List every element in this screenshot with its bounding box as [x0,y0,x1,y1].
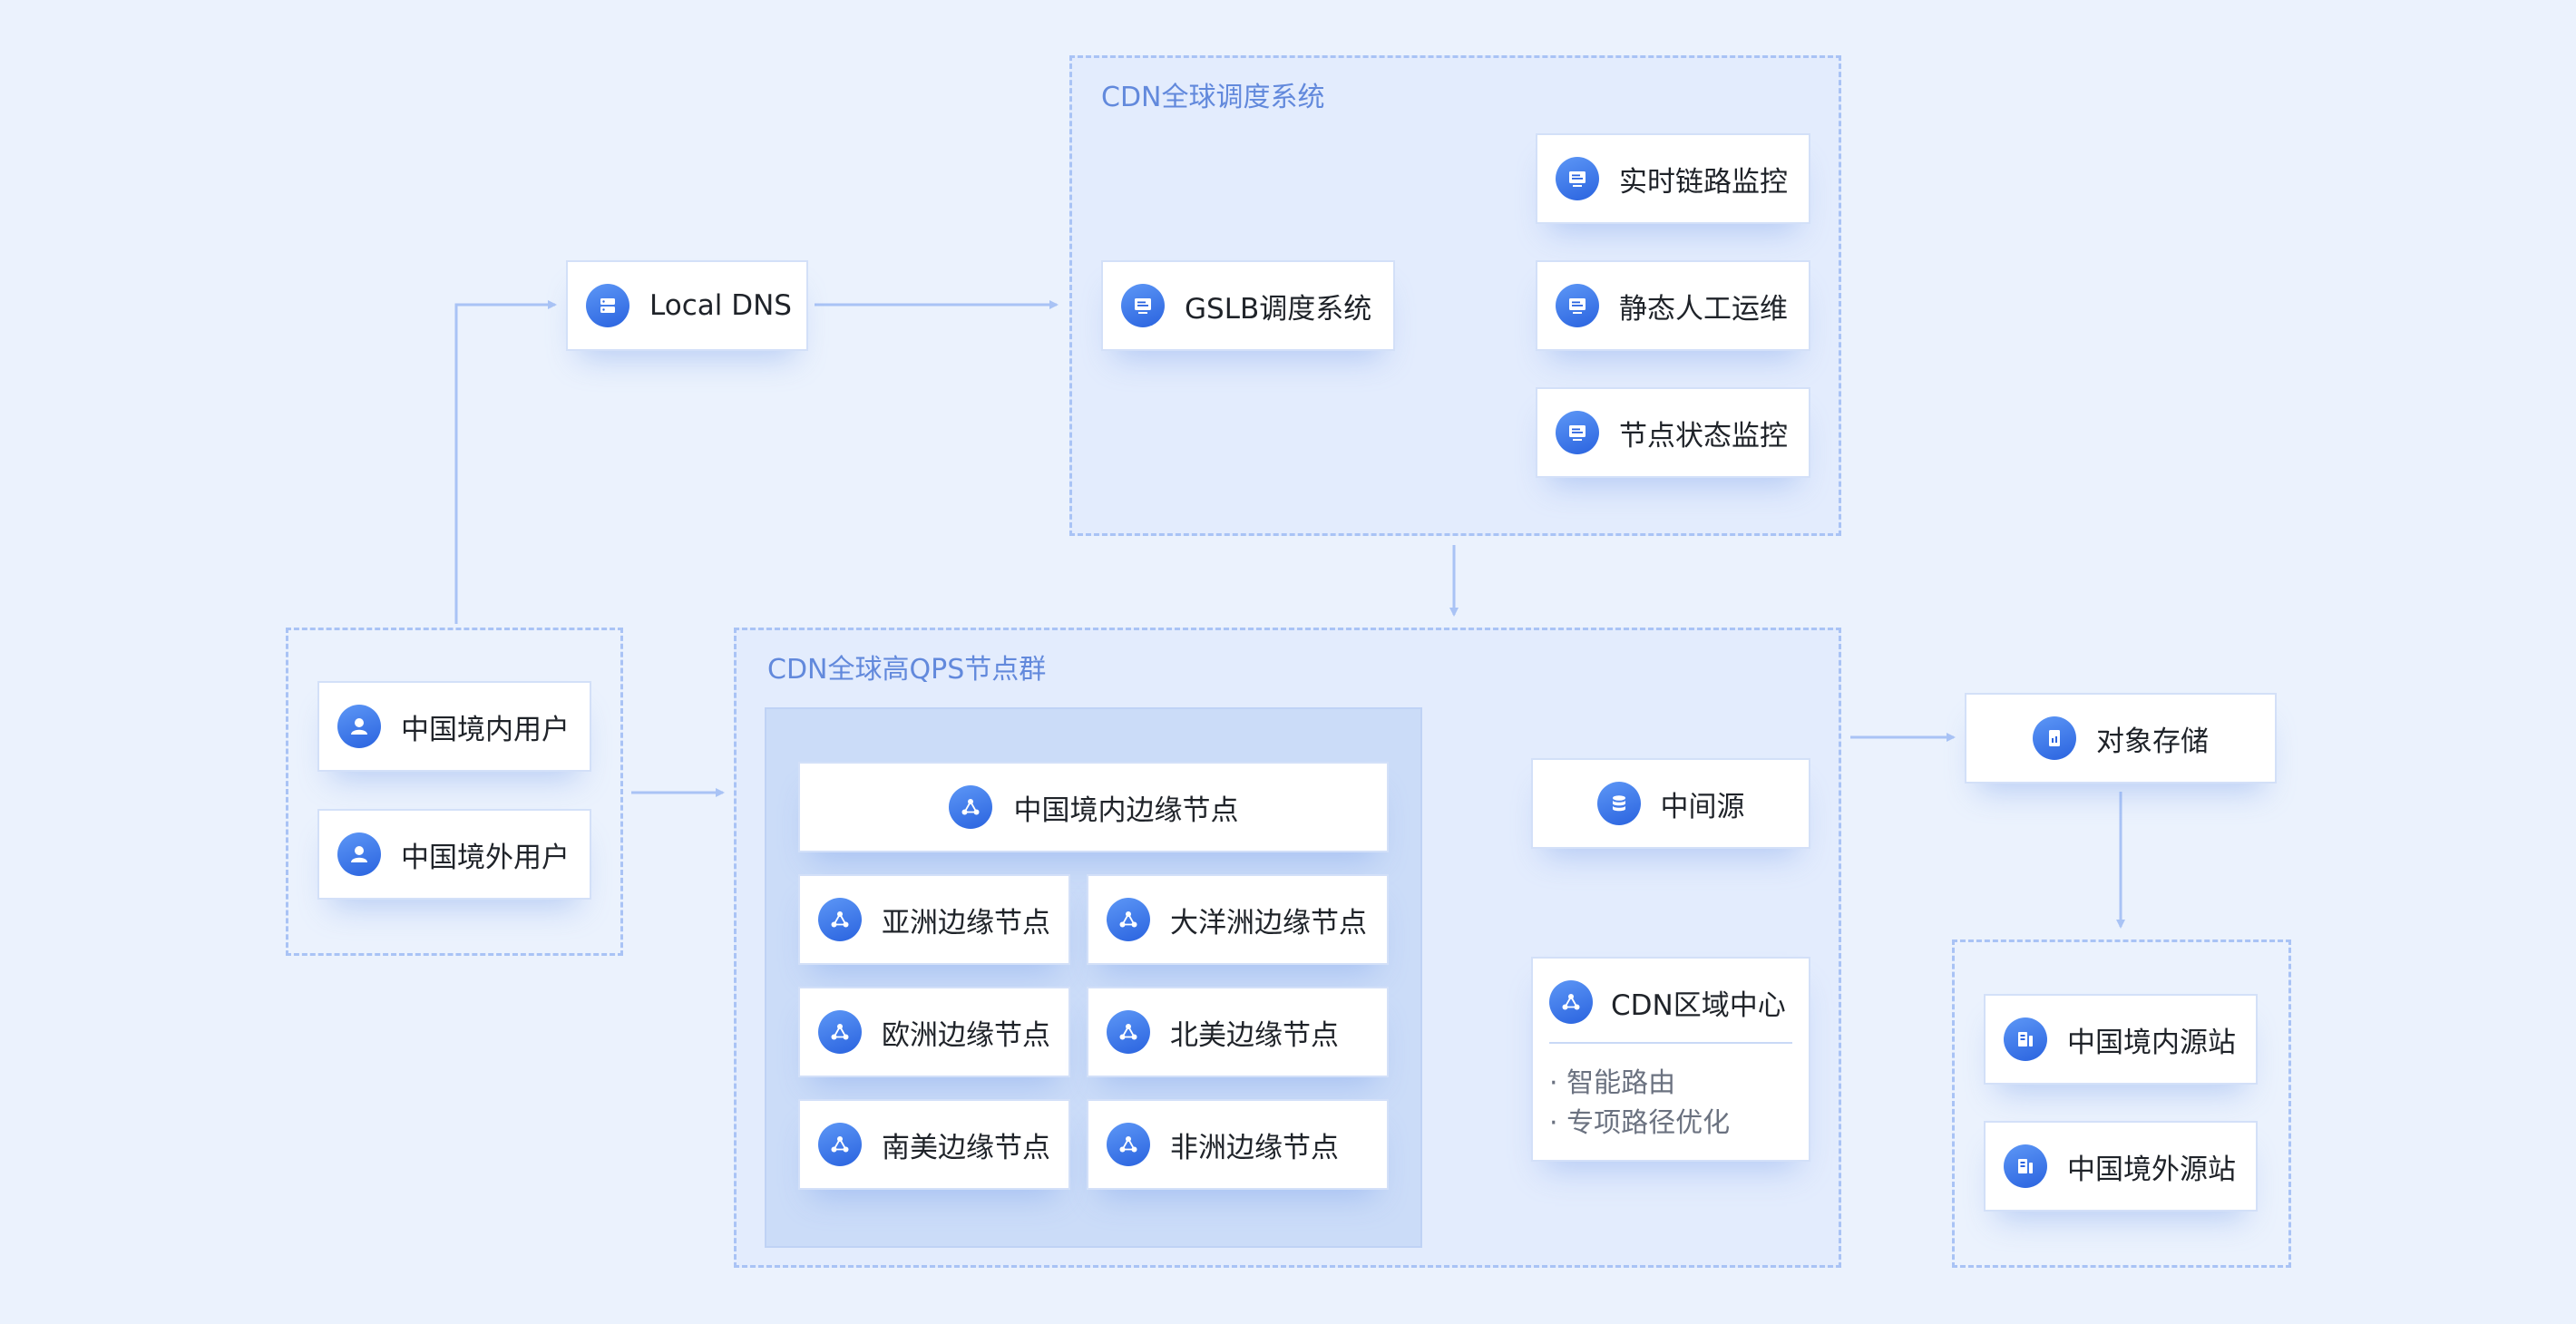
network-icon [1107,1010,1150,1054]
domestic-origin-node[interactable]: 中国境内源站 [1984,994,2258,1085]
region-center-bullet-1: · 智能路由 [1549,1067,1676,1099]
realtime-monitor-label: 实时链路监控 [1619,165,1788,199]
asia-edge-label: 亚洲边缘节点 [882,906,1050,939]
object-storage-label: 对象存储 [2096,725,2209,758]
africa-edge-node[interactable]: 非洲边缘节点 [1087,1099,1389,1190]
gslb-node[interactable]: GSLB调度系统 [1101,260,1395,351]
object-storage-node[interactable]: 对象存储 [1965,693,2277,784]
region-center-node[interactable]: CDN区域中心 · 智能路由 · 专项路径优化 [1531,957,1810,1162]
origin-icon [2004,1017,2047,1061]
region-center-divider [1549,1042,1792,1044]
network-icon [818,1010,862,1054]
group-users [286,628,623,956]
user-icon [337,705,381,748]
na-edge-label: 北美边缘节点 [1170,1018,1339,1052]
group-origins [1952,939,2291,1268]
oceania-edge-label: 大洋洲边缘节点 [1170,906,1367,939]
static-ops-label: 静态人工运维 [1619,292,1788,326]
network-icon [948,785,992,829]
domestic-edge-node[interactable]: 中国境内边缘节点 [798,762,1389,852]
local-dns-node[interactable]: Local DNS [566,260,808,351]
user-icon [337,832,381,876]
region-center-bullet-2: · 专项路径优化 [1549,1107,1731,1139]
monitor-icon [1556,411,1599,454]
oceania-edge-node[interactable]: 大洋洲边缘节点 [1087,874,1389,965]
sa-edge-label: 南美边缘节点 [882,1131,1050,1164]
europe-edge-label: 欧洲边缘节点 [882,1018,1050,1052]
region-center-label: CDN区域中心 [1611,988,1786,1022]
africa-edge-label: 非洲边缘节点 [1170,1131,1339,1164]
monitor-icon [1556,157,1599,200]
domestic-origin-label: 中国境内源站 [2067,1026,2236,1059]
network-icon [1107,898,1150,941]
domestic-users-node[interactable]: 中国境内用户 [317,681,591,772]
server-icon [586,284,629,327]
overseas-origin-label: 中国境外源站 [2067,1153,2236,1186]
node-status-label: 节点状态监控 [1619,419,1788,453]
mid-origin-node[interactable]: 中间源 [1531,758,1810,849]
sa-edge-node[interactable]: 南美边缘节点 [798,1099,1070,1190]
domestic-edge-label: 中国境内边缘节点 [1013,793,1239,827]
database-icon [1596,782,1641,825]
storage-icon [2033,716,2076,760]
domestic-users-label: 中国境内用户 [401,713,570,746]
gslb-label: GSLB调度系统 [1185,292,1372,326]
arrow-users-to-localdns [454,300,557,624]
static-ops-node[interactable]: 静态人工运维 [1536,260,1810,351]
monitor-icon [1556,284,1599,327]
overseas-origin-node[interactable]: 中国境外源站 [1984,1121,2258,1212]
node-status-node[interactable]: 节点状态监控 [1536,387,1810,478]
network-icon [1107,1123,1150,1166]
mid-origin-label: 中间源 [1660,790,1745,823]
network-icon [1549,980,1593,1024]
overseas-users-node[interactable]: 中国境外用户 [317,809,591,900]
realtime-monitor-node[interactable]: 实时链路监控 [1536,133,1810,224]
network-icon [818,1123,862,1166]
na-edge-node[interactable]: 北美边缘节点 [1087,987,1389,1077]
group-qps-title: CDN全球高QPS节点群 [767,654,1047,686]
origin-icon [2004,1144,2047,1188]
group-scheduling-title: CDN全球调度系统 [1101,82,1325,113]
overseas-users-label: 中国境外用户 [401,841,570,874]
asia-edge-node[interactable]: 亚洲边缘节点 [798,874,1070,965]
local-dns-label: Local DNS [649,289,792,322]
monitor-icon [1121,284,1165,327]
europe-edge-node[interactable]: 欧洲边缘节点 [798,987,1070,1077]
network-icon [818,898,862,941]
